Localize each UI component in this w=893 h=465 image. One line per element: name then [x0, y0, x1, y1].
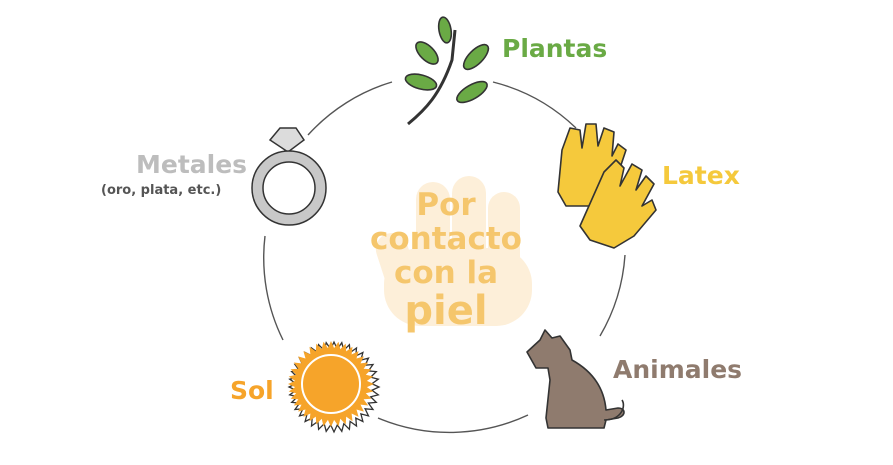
label-metales: Metales	[136, 150, 248, 179]
label-sol: Sol	[230, 376, 274, 405]
cycle-circle	[263, 81, 626, 434]
label-latex: Latex	[662, 161, 740, 190]
hand-icon	[375, 176, 532, 326]
center-text-line-3: con la	[393, 255, 499, 291]
center-text-line-2: contacto	[370, 221, 522, 257]
sun-icon	[287, 340, 381, 434]
center-text-line-4: piel	[404, 288, 488, 334]
label-animales: Animales	[613, 355, 743, 384]
latex-gloves-icon	[557, 123, 657, 249]
sitting-dog-icon	[526, 329, 625, 429]
center-text: Por contacto con la piel	[330, 188, 562, 332]
center-text-line-1: Por	[416, 187, 476, 223]
label-plantas: Plantas	[502, 34, 608, 63]
label-metales-examples: (oro, plata, etc.)	[101, 183, 222, 198]
diamond-ring-icon	[251, 127, 327, 226]
plant-branch-icon	[404, 16, 490, 126]
